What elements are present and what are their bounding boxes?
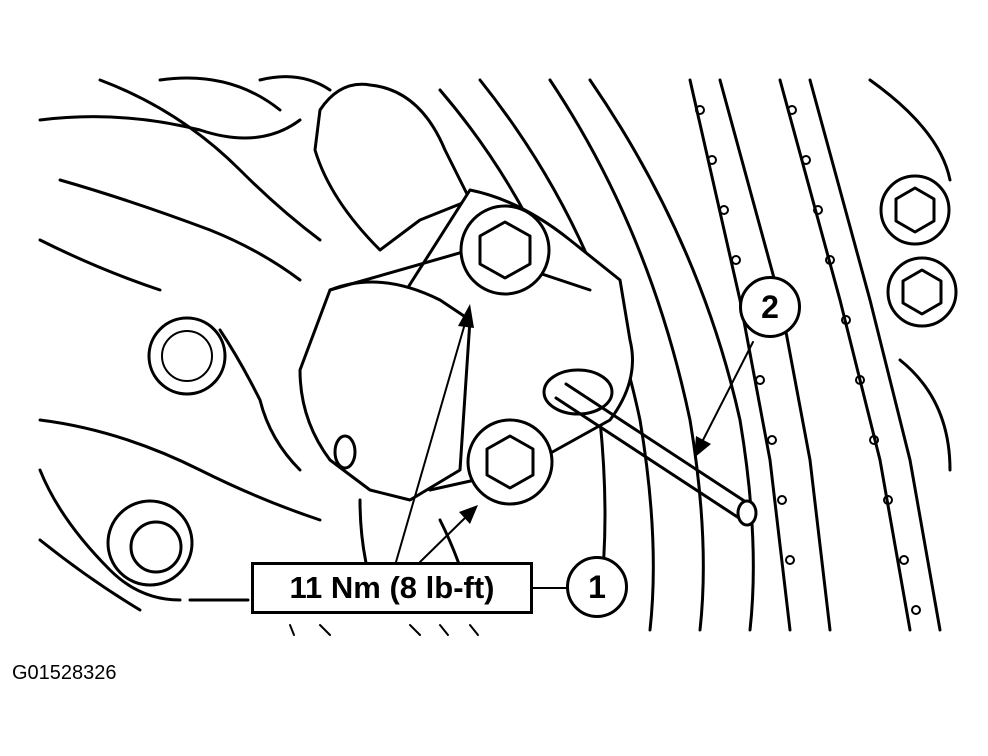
callout-2: 2 xyxy=(739,276,801,338)
right-bolts xyxy=(868,78,958,472)
leader-lines xyxy=(395,304,754,589)
callout-1: 1 xyxy=(566,556,628,618)
locking-pin xyxy=(542,368,758,527)
tensioner-bracket xyxy=(298,82,634,502)
boss-lower-left xyxy=(106,499,194,587)
timing-chain xyxy=(688,78,942,632)
torque-spec-label: 11 Nm (8 lb-ft) xyxy=(251,562,533,614)
lower-tensioner-bolt xyxy=(466,418,554,506)
figure-id: G01528326 xyxy=(12,662,117,684)
upper-tensioner-bolt xyxy=(459,204,551,296)
engine-block-outline xyxy=(38,75,479,636)
boss-left xyxy=(147,316,227,396)
